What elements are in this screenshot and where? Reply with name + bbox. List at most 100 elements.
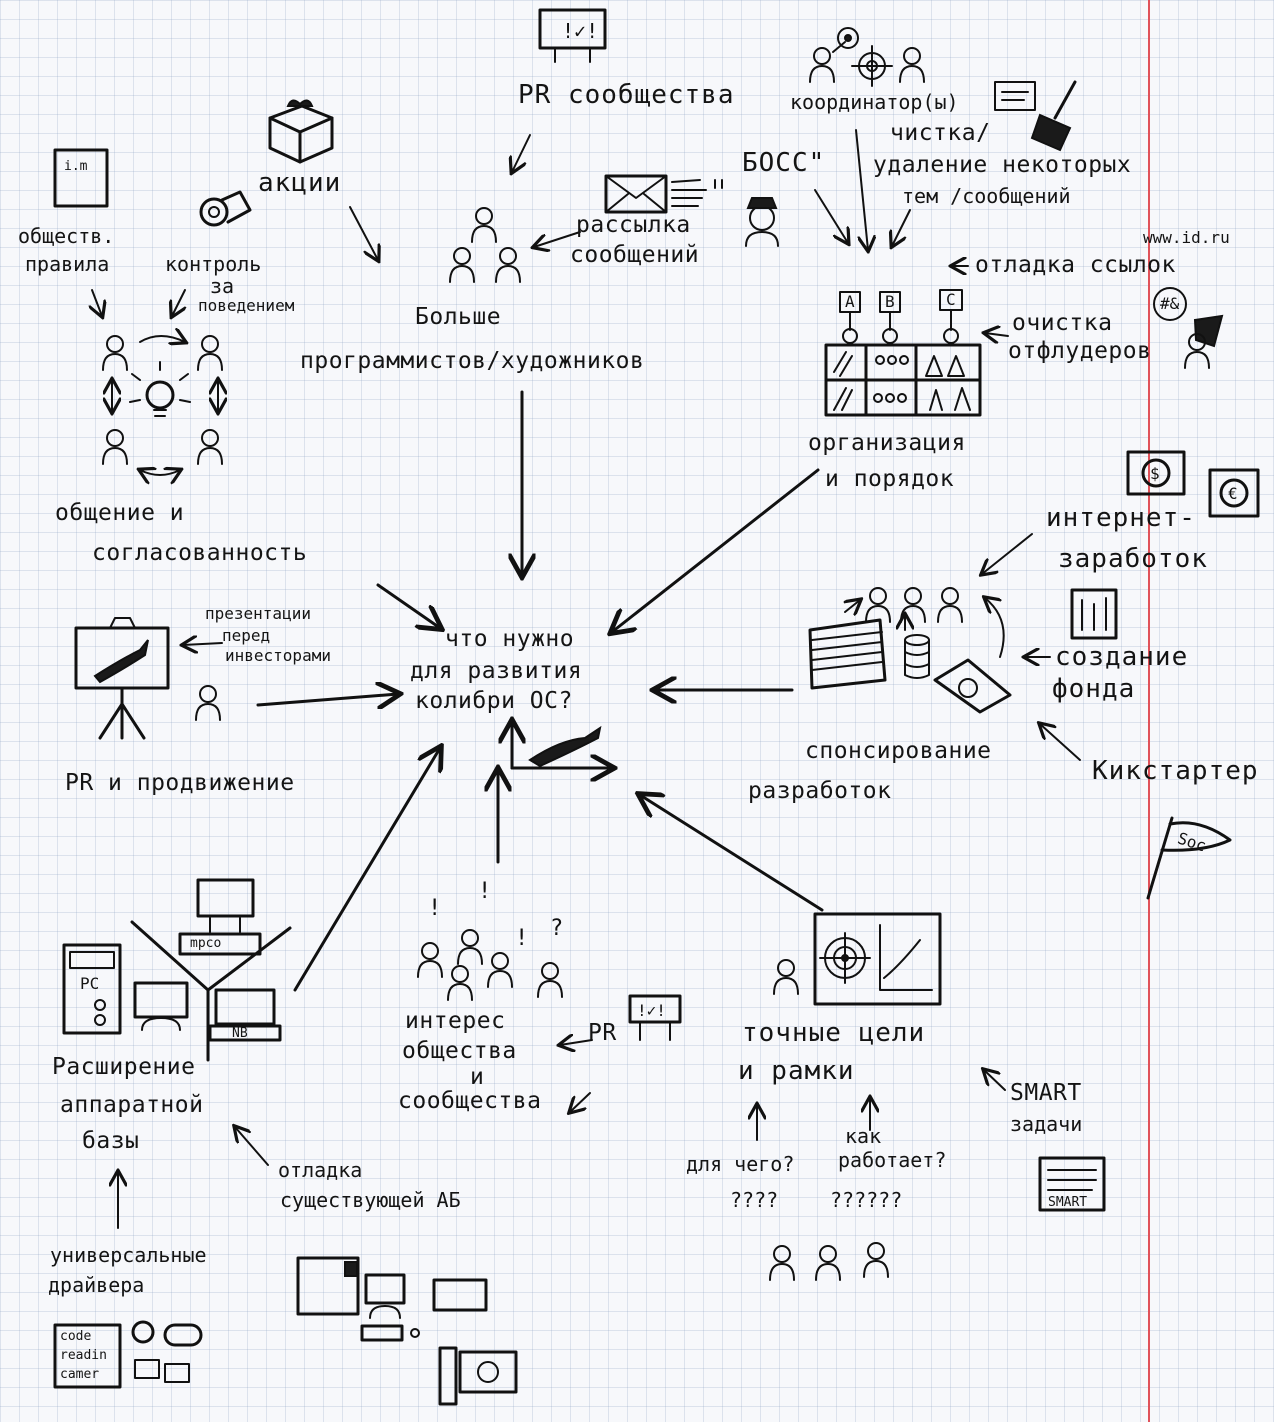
developers-group-icon (449, 207, 521, 283)
more-devs-label-line1: Больше (415, 304, 502, 330)
rules-label-line2: правила (25, 252, 110, 276)
communication-label-line2: согласованность (92, 540, 308, 566)
sponsoring-label-line1: спонсирование (805, 738, 992, 764)
devices-cluster-icon (298, 1258, 516, 1404)
pr-short-label: PR (588, 1020, 617, 1046)
organization-label-line2: и порядок (825, 466, 955, 492)
mailing-label-line2: сообщений (570, 242, 700, 268)
interest-label-line2: общества (402, 1038, 517, 1064)
fund-creation-line1: создание (1055, 642, 1189, 672)
mail-icon (606, 176, 722, 212)
presenter-person-icon (195, 685, 221, 721)
presentations-label-line2: перед (222, 626, 271, 645)
note-icon (995, 82, 1035, 110)
internet-earning-line2: заработок (1058, 544, 1208, 574)
nb-tag: NB (232, 1026, 248, 1041)
svg-text:!: ! (515, 926, 528, 951)
sponsoring-label-line2: разработок (748, 778, 892, 804)
how-label-line2: работает? (838, 1148, 947, 1172)
rules-doc-text: i.m (64, 159, 88, 174)
interest-label-line3: и (470, 1064, 485, 1090)
why-label: для чего? (686, 1152, 795, 1176)
organization-board-icon (826, 290, 980, 415)
interest-label-line1: интерес (405, 1008, 506, 1034)
code-reader-line1: code (60, 1329, 92, 1344)
coordinators-icon (809, 28, 925, 86)
presentation-easel-icon (76, 618, 168, 738)
control-label-line3: поведением (198, 296, 295, 315)
goals-label-line1: точные цели (742, 1018, 926, 1048)
boss-label: БОСС" (742, 148, 826, 178)
hardware-label-line2: аппаратной (60, 1092, 204, 1118)
control-label-line1: контроль (165, 252, 262, 276)
gift-icon (270, 100, 332, 162)
code-reader-line3: camer (60, 1367, 100, 1382)
debug-hw-label-line2: существующей АБ (280, 1188, 461, 1212)
smart-label-line2: задачи (1010, 1112, 1083, 1136)
mailing-label-line1: рассылка (576, 212, 691, 238)
more-devs-label-line2: программистов/художников (300, 348, 645, 374)
cleanup-label-line2: удаление некоторых (873, 152, 1132, 178)
coin-badge-euro-icon: € (1210, 470, 1258, 516)
hashtag-text: #& (1160, 294, 1180, 313)
code-reader-line2: readin (60, 1348, 107, 1363)
smart-doc-tag: SMART (1048, 1195, 1088, 1210)
question-marks-2: ?????? (830, 1188, 903, 1212)
cleanup-label-line1: чистка/ (890, 120, 991, 146)
actions-label: акции (258, 168, 342, 198)
hardware-label-line3: базы (82, 1128, 140, 1154)
drivers-label-line1: универсальные (50, 1243, 207, 1267)
goals-label-line2: и рамки (738, 1056, 855, 1086)
flooder-label-line2: отфлудеров (1008, 338, 1152, 364)
sponsoring-icon (810, 588, 1010, 712)
flooder-label-line1: очистка (1012, 310, 1113, 336)
center-question-line1: что нужно (445, 626, 575, 652)
control-label-line2: за (210, 274, 235, 298)
debug-hw-label-line1: отладка (278, 1158, 363, 1182)
center-question-line3: колибри ОС? (415, 688, 573, 714)
kickstarter-label: Кикстартер (1092, 756, 1259, 786)
arrows-to-center (258, 392, 822, 990)
board-tag-a: A (845, 292, 855, 311)
cleanup-label-line3: тем /сообщений (902, 184, 1071, 208)
link-debug-label: отладка ссылок (975, 252, 1176, 278)
peripherals-icon (55, 1322, 201, 1387)
svg-text:!✓!: !✓! (637, 1001, 666, 1020)
www-label: www.id.ru (1143, 228, 1230, 247)
board-tag-c: C (946, 290, 956, 309)
interest-crowd-icon: ! ! ! ? (417, 879, 563, 1001)
hardware-base-icon (64, 880, 290, 1060)
board-tag-b: B (885, 292, 895, 311)
communication-label-line1: общение и (55, 500, 185, 526)
rules-document-icon (55, 150, 107, 206)
pr-promotion-label: PR и продвижение (65, 770, 295, 796)
organization-label-line1: организация (808, 430, 966, 456)
rules-label-line1: обществ. (18, 224, 115, 248)
presentations-label-line1: презентации (205, 604, 311, 623)
svg-text:!: ! (428, 896, 441, 921)
internet-earning-line1: интернет- (1046, 503, 1196, 533)
svg-text:$: $ (1150, 464, 1160, 483)
svg-text:!✓!: !✓! (562, 19, 598, 43)
svg-text:€: € (1228, 484, 1238, 503)
small-arrows (92, 130, 1080, 1228)
center-graph-icon (512, 722, 612, 768)
drivers-label-line2: драйвера (48, 1273, 145, 1297)
flag-icon (1148, 818, 1230, 898)
communication-icon (103, 336, 222, 475)
coin-badge-dollar-icon: $ (1128, 452, 1184, 494)
how-label-line1: как (845, 1124, 882, 1148)
camera-icon (201, 192, 250, 225)
svg-text:?: ? (550, 916, 563, 941)
pc-tag: PC (80, 974, 100, 993)
smart-label-line1: SMART (1010, 1080, 1082, 1106)
pr-community-label: PR сообщества (518, 80, 735, 110)
presentations-label-line3: инвесторами (225, 646, 331, 665)
notebook-margin-line (1148, 0, 1150, 1422)
interest-label-line4: сообщества (398, 1088, 542, 1114)
broom-icon (1032, 82, 1075, 150)
coordinators-label: координатор(ы) (790, 90, 959, 114)
flooder-icon (1154, 288, 1222, 369)
fund-box-icon (1072, 590, 1116, 638)
